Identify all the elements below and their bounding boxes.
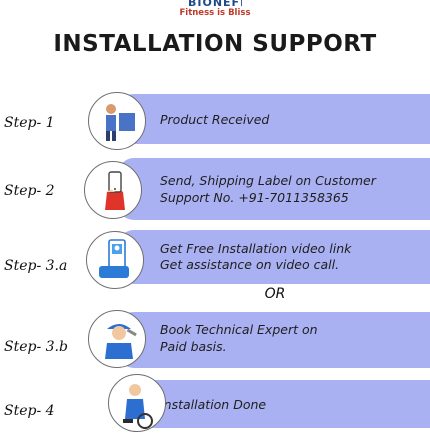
logo-brand: BIONEFIT: [188, 0, 242, 8]
installer-icon: [108, 374, 166, 432]
step-2-text-line-1: Send, Shipping Label on Customer: [160, 173, 376, 188]
logo-tagline: Fitness is Bliss: [179, 8, 251, 18]
or-separator: OR: [264, 286, 286, 302]
step-3a-label: Step- 3.a: [4, 258, 68, 274]
step-3a-bar: [118, 230, 430, 284]
step-4-bar: [118, 380, 430, 428]
step-2-text-line-2: Support No. +91-7011358365: [160, 190, 349, 205]
step-1-text-line-1: Product Received: [160, 112, 270, 127]
step-4-text-line-1: Installation Done: [160, 397, 267, 412]
step-1-label: Step- 1: [4, 115, 55, 131]
step-2-label: Step- 2: [4, 183, 55, 199]
step-4-label: Step- 4: [4, 403, 55, 419]
step-3b-bar: [118, 312, 430, 368]
page-title: INSTALLATION SUPPORT: [53, 31, 377, 57]
phone-in-hand-icon: [84, 161, 142, 219]
step-1-bar: [118, 94, 430, 144]
step-3a-text-line-2: Get assistance on video call.: [160, 257, 340, 272]
step-3b-text-line-1: Book Technical Expert on: [160, 322, 318, 337]
technician-icon: [88, 310, 146, 368]
step-3b-text-line-2: Paid basis.: [160, 339, 227, 354]
video-call-phone-icon: [86, 231, 144, 289]
delivery-person-icon: [88, 92, 146, 150]
step-3b-label: Step- 3.b: [4, 339, 68, 355]
logo: BIONEFIT Fitness is Bliss: [0, 0, 430, 24]
step-3a-text-line-1: Get Free Installation video link: [160, 241, 352, 256]
step-2-bar: [118, 158, 430, 220]
